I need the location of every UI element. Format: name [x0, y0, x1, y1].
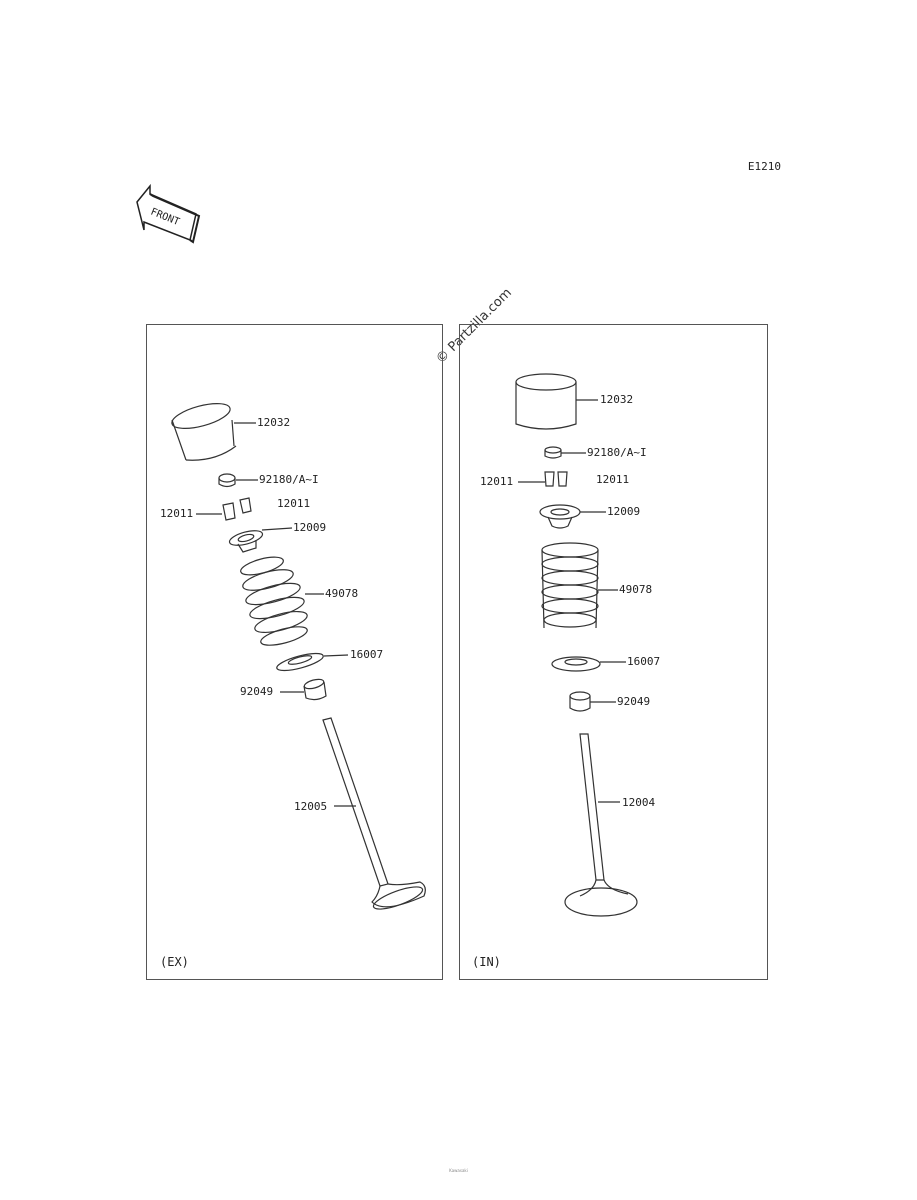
ex-keeper-icon: [222, 497, 252, 521]
in-retainer-icon: [539, 504, 581, 529]
exhaust-panel: [146, 324, 443, 980]
ex-shim-callout: 92180/A~I: [259, 473, 319, 486]
in-keeper-left-callout: 12011: [480, 475, 514, 488]
in-valve-callout: 12004: [622, 796, 656, 809]
footer-line-1: Kawasaki: [449, 1168, 468, 1173]
ex-valve-icon: [322, 717, 426, 910]
in-seat-icon: [551, 656, 601, 672]
in-seal-icon: [569, 691, 591, 712]
ex-spring-callout: 49078: [325, 587, 359, 600]
ex-retainer-icon: [228, 530, 264, 553]
ex-tappet-callout: 12032: [257, 416, 291, 429]
ex-keeper-left-callout: 12011: [160, 507, 194, 520]
in-spring-callout: 49078: [619, 583, 653, 596]
ex-keeper-right-callout: 12011: [277, 497, 311, 510]
in-seal-callout: 92049: [617, 695, 651, 708]
in-valve-icon: [564, 733, 638, 917]
intake-panel: [459, 324, 768, 980]
in-shim-icon: [544, 446, 562, 459]
in-keeper-right-callout: 12011: [596, 473, 630, 486]
in-tappet-icon: [515, 373, 577, 430]
ex-retainer-callout: 12009: [293, 521, 327, 534]
in-retainer-callout: 12009: [607, 505, 641, 518]
exhaust-panel-label: (EX): [160, 955, 189, 969]
ex-valve-callout: 12005: [294, 800, 328, 813]
ex-seat-callout: 16007: [350, 648, 384, 661]
ex-spring-icon: [240, 556, 308, 646]
intake-panel-label: (IN): [472, 955, 501, 969]
diagram-code: E1210: [747, 160, 781, 173]
in-seat-callout: 16007: [627, 655, 661, 668]
footer: Kawasaki: [0, 1168, 917, 1174]
in-shim-callout: 92180/A~I: [587, 446, 647, 459]
ex-seat-icon: [276, 652, 324, 672]
in-keeper-icon: [544, 471, 568, 487]
ex-seal-callout: 92049: [240, 685, 274, 698]
ex-tappet-icon: [171, 403, 237, 461]
front-arrow-icon: FRONT: [136, 183, 201, 244]
in-spring-icon: [541, 542, 599, 629]
in-tappet-callout: 12032: [600, 393, 634, 406]
ex-seal-icon: [303, 678, 327, 701]
ex-shim-icon: [218, 473, 236, 488]
